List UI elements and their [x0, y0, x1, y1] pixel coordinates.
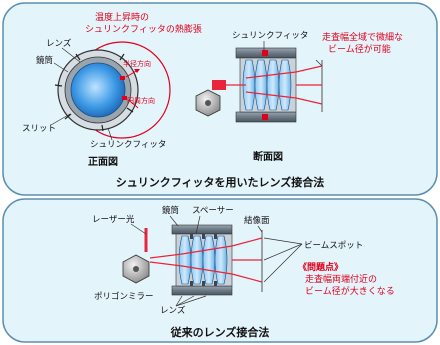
bottom-label-polygon-mirror: ポリゴンミラー	[94, 291, 154, 302]
front-label-lens: レンズ	[46, 38, 72, 49]
conventional-beams	[149, 237, 263, 283]
bottom-label-barrel: 鏡筒	[162, 205, 179, 216]
bottom-problem-line1: 走査幅両端付近の	[305, 273, 377, 285]
expansion-marker-2	[122, 96, 127, 100]
section-red-note-line1: 走査幅全域で微細な	[322, 31, 403, 43]
conventional-leaders	[169, 215, 263, 307]
radial-arrow-head	[134, 69, 140, 73]
front-label-radial: 半径方向	[123, 59, 151, 68]
front-caption: 正面図	[88, 156, 118, 168]
section-fitter-tab-2	[262, 114, 268, 120]
laser-leader	[130, 223, 147, 235]
bottom-problem-line2: ビーム径が大きくなる	[305, 285, 395, 297]
bottom-problem-label: 《問題点》	[298, 261, 343, 273]
bottom-title: 従来のレンズ接合法	[170, 325, 270, 339]
spacer-marks	[190, 234, 217, 286]
section-red-note-line2: ビーム径が可能	[328, 43, 391, 55]
bottom-label-laser: レーザー光	[92, 214, 135, 225]
front-lens	[70, 62, 126, 118]
section-view: シュリンクフィッタ 走査幅全域で微細な ビーム径が可能 断面図	[195, 31, 403, 163]
section-beam-source	[212, 80, 226, 90]
bottom-label-image-plane: 結像面	[244, 215, 270, 226]
top-title: シュリンクフィッタを用いたレンズ接合法	[116, 175, 325, 189]
front-label-slit: スリット	[22, 124, 56, 134]
bottom-label-beam-spot: ビームスポット	[304, 241, 363, 251]
conventional-barrel-top	[171, 224, 233, 235]
front-label-barrel: 鏡筒	[36, 55, 53, 66]
front-red-annotation-line2: シュリンクフィッタの熱膨張	[85, 23, 202, 35]
conventional-assembly: 鏡筒 スペーサー レーザー光 結像面 ビームスポット 《問題点》 走査幅両端付近…	[92, 205, 395, 316]
section-label-shrink-fitter: シュリンクフィッタ	[232, 31, 308, 41]
section-fitter-tab-1	[262, 50, 268, 56]
beam-spot-leaders	[263, 237, 303, 283]
section-caption: 断面図	[253, 150, 283, 163]
expansion-marker-1	[120, 76, 125, 80]
front-label-shrink-fitter: シュリンクフィッタ	[90, 140, 166, 150]
conventional-lenses	[178, 235, 228, 285]
slit-marks	[54, 53, 134, 132]
bottom-label-lens: レンズ	[160, 305, 186, 316]
front-red-annotation-line1: 温度上昇時の	[95, 11, 149, 23]
section-polygon-hub	[205, 100, 211, 106]
section-beams	[212, 65, 323, 105]
front-leaders	[50, 47, 113, 141]
bottom-label-spacer: スペーサー	[192, 206, 234, 216]
section-note-leader	[315, 59, 323, 67]
front-label-circumferential: 円周方向	[127, 96, 155, 105]
front-view: 温度上昇時の シュリンクフィッタの熱膨張 レンズ 鏡筒 スリット シュリンクフィ…	[22, 11, 202, 168]
circumferential-arrow	[127, 99, 139, 109]
conventional-barrel-bottom	[171, 285, 233, 296]
conventional-polygon-hub	[133, 266, 139, 272]
